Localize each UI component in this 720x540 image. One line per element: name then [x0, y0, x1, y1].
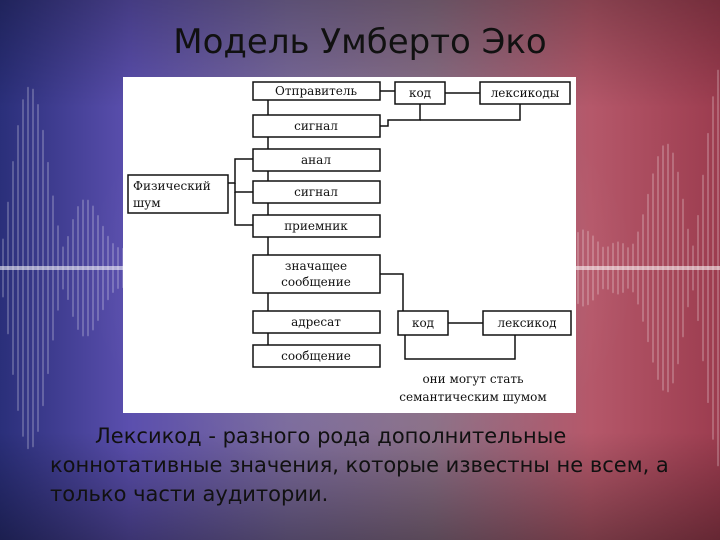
wave-bar	[37, 103, 39, 433]
signal-label-1: сигнал	[294, 119, 338, 133]
wave-bar	[2, 238, 4, 298]
wave-bar	[657, 155, 659, 381]
code-label-bottom: код	[412, 316, 434, 330]
receiver-box	[252, 214, 381, 238]
wave-bar	[22, 99, 24, 437]
wave-bar	[117, 247, 119, 289]
meaningful-message-box	[252, 254, 381, 294]
wave-bar	[667, 143, 669, 393]
wave-bar	[662, 145, 664, 391]
wave-bar	[712, 96, 714, 440]
connector	[404, 335, 516, 360]
message-label-1: сообщение	[281, 275, 351, 289]
wave-bar	[607, 246, 609, 290]
slide-title: Модель Умберто Эко	[173, 22, 547, 62]
code-box-bottom	[397, 310, 449, 336]
wave-bar	[77, 206, 79, 330]
slide-caption: Лексикод - разного рода дополнительные к…	[50, 424, 669, 506]
wave-bar	[42, 129, 44, 407]
wave-bar	[587, 230, 589, 306]
wave-bar	[97, 214, 99, 322]
wave-bar	[582, 229, 584, 307]
lexicode-box	[482, 310, 572, 336]
connector	[380, 273, 404, 311]
physical-noise-box	[127, 174, 229, 214]
wave-bar	[627, 247, 629, 289]
noise-connector	[228, 158, 253, 184]
noise-label-1: Физический	[133, 179, 211, 193]
lexicode-label: лексикод	[497, 316, 556, 330]
message-label-2: сообщение	[281, 349, 351, 363]
wave-bar	[612, 242, 614, 294]
wave-bar	[107, 235, 109, 301]
wave-bar	[92, 205, 94, 331]
wave-bar	[62, 246, 64, 290]
wave-bar	[17, 125, 19, 411]
wave-bar	[707, 132, 709, 404]
receiver-label: приемник	[284, 219, 348, 233]
channel-label: анал	[301, 153, 331, 167]
connector	[380, 104, 421, 127]
wave-bar	[32, 88, 34, 448]
noise-label-2: шум	[133, 196, 161, 210]
wave-bar	[617, 241, 619, 295]
wave-bar	[642, 214, 644, 322]
wave-bar	[72, 218, 74, 318]
diagram-panel: Отправитель сигнал анал сигнал приемник …	[123, 77, 576, 413]
wave-bar	[622, 242, 624, 294]
wave-bar	[682, 198, 684, 338]
channel-box	[252, 148, 381, 172]
noise-connector	[234, 192, 253, 226]
wave-bar	[102, 225, 104, 311]
note-line-2: семантическим шумом	[399, 390, 546, 404]
wave-bar	[87, 199, 89, 337]
wave-bar	[602, 246, 604, 290]
wave-bar	[632, 243, 634, 293]
wave-bar	[7, 201, 9, 335]
wave-bar	[702, 174, 704, 362]
wave-bar	[12, 160, 14, 376]
wave-bar	[652, 173, 654, 363]
communication-model-diagram: Отправитель сигнал анал сигнал приемник …	[127, 81, 572, 404]
wave-bar	[637, 231, 639, 305]
wave-bar	[697, 214, 699, 322]
wave-bar	[577, 231, 579, 305]
message-box-2	[252, 344, 381, 368]
wave-bar	[52, 195, 54, 341]
signal-label-2: сигнал	[294, 185, 338, 199]
wave-bar	[687, 228, 689, 308]
wave-bar	[597, 241, 599, 295]
addressee-box	[252, 310, 381, 334]
wave-bar	[27, 86, 29, 450]
wave-bar	[82, 199, 84, 337]
lexicodes-label: лексикоды	[491, 86, 560, 100]
wave-bar	[57, 225, 59, 311]
wave-bar	[112, 243, 114, 293]
connector	[420, 104, 521, 121]
noise-connector	[234, 183, 253, 193]
note-line-1: они могут стать	[422, 372, 524, 386]
wave-bar	[672, 152, 674, 384]
meaningful-label: значащее	[285, 259, 347, 273]
wave-bar	[592, 235, 594, 301]
wave-bar	[692, 245, 694, 291]
wave-bar	[677, 171, 679, 365]
wave-bar	[47, 161, 49, 375]
wave-bar	[67, 235, 69, 301]
addressee-label: адресат	[291, 315, 341, 329]
sender-label: Отправитель	[275, 84, 357, 98]
wave-bar	[647, 193, 649, 343]
wave-bar	[717, 69, 719, 467]
code-label-top: код	[409, 86, 431, 100]
